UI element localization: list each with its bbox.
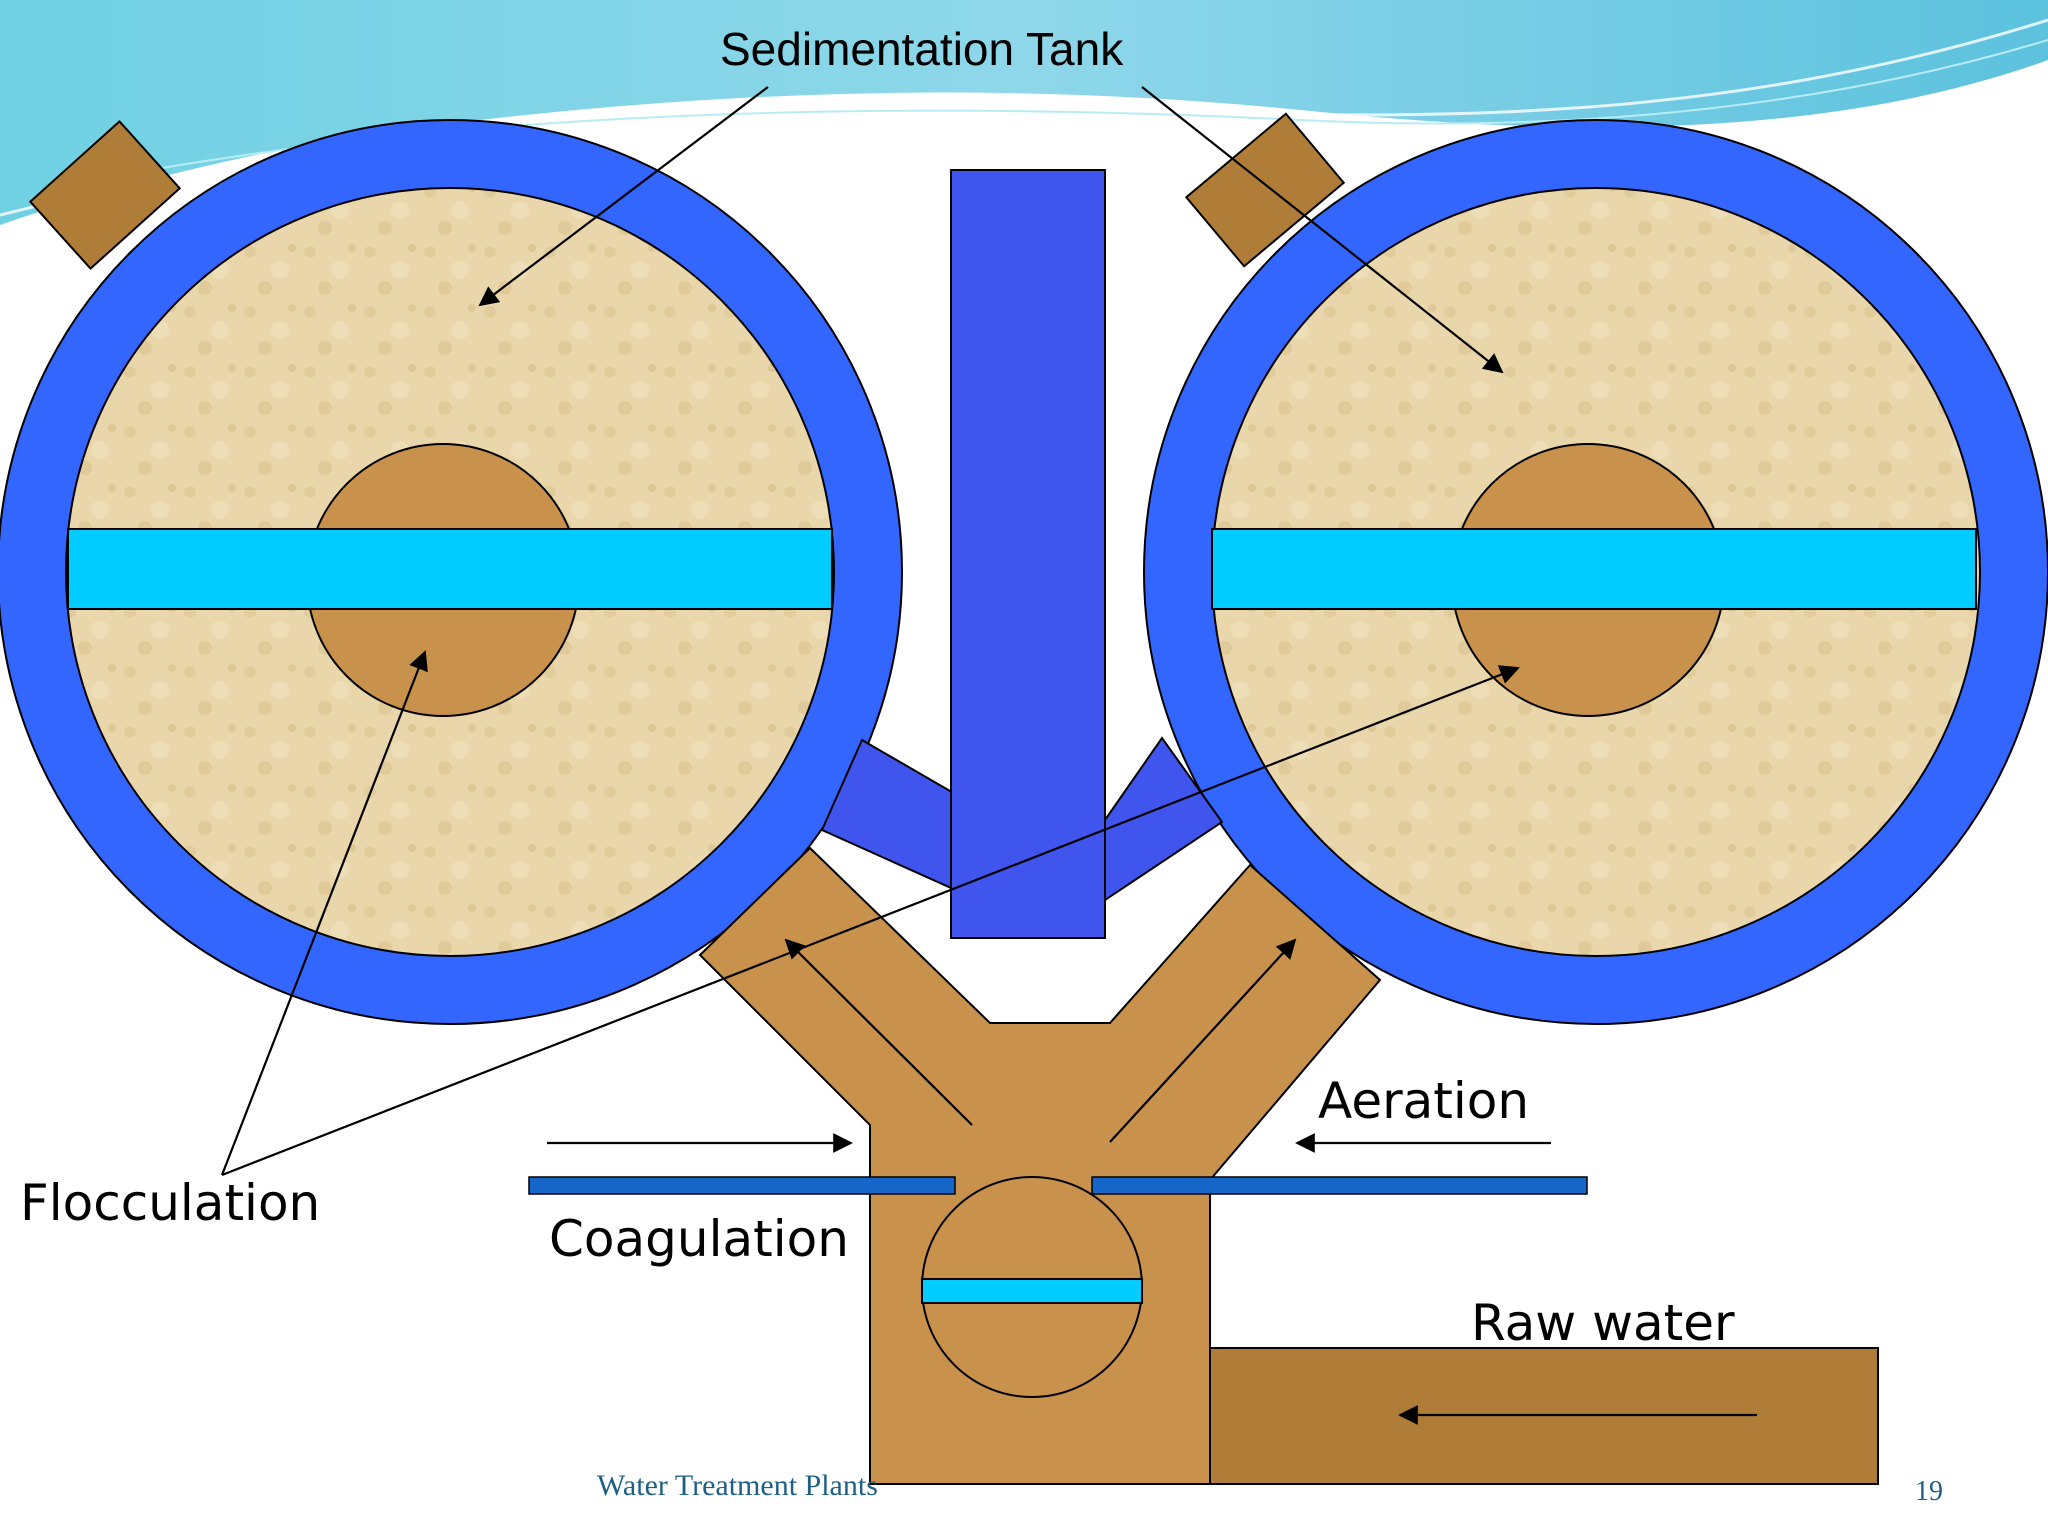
- effluent-channel: [950, 169, 1106, 939]
- baffle-left: [67, 528, 833, 610]
- arrows: [220, 86, 1757, 1425]
- flocculation-channel: [698, 846, 1879, 1485]
- label-coagulation: Coagulation: [549, 1210, 849, 1268]
- sludge-box-left: [28, 119, 182, 271]
- arrow-sedimentation-left: [478, 86, 769, 307]
- label-aeration: Aeration: [1318, 1072, 1529, 1130]
- label-raw-water: Raw water: [1471, 1294, 1735, 1352]
- inlet-bar-right: [1091, 1176, 1588, 1195]
- y-channel: [698, 846, 1382, 1485]
- flocculator-bottom: [921, 1176, 1143, 1398]
- inlet-bar-left: [528, 1176, 956, 1195]
- arrow-flocculation-right: [221, 665, 1520, 1177]
- effluent-pipes: [820, 169, 1224, 939]
- baffle-right: [1211, 528, 1977, 610]
- arrow-sedimentation-right: [1141, 86, 1504, 374]
- arrow-flow-up-right: [1109, 938, 1297, 1143]
- label-sedimentation-tank: Sedimentation Tank: [720, 23, 1124, 75]
- flocculator-left: [67, 443, 833, 717]
- baffle-bottom: [921, 1278, 1143, 1304]
- label-flocculation: Flocculation: [20, 1174, 320, 1232]
- footer-title: Water Treatment Plants: [597, 1469, 878, 1502]
- flocculator-right: [1211, 443, 1977, 717]
- page-number: 19: [1915, 1476, 1943, 1507]
- sludge-box-right: [1184, 112, 1346, 268]
- arrow-flow-up-left: [784, 938, 973, 1126]
- arrow-flocculation-left: [220, 650, 428, 1176]
